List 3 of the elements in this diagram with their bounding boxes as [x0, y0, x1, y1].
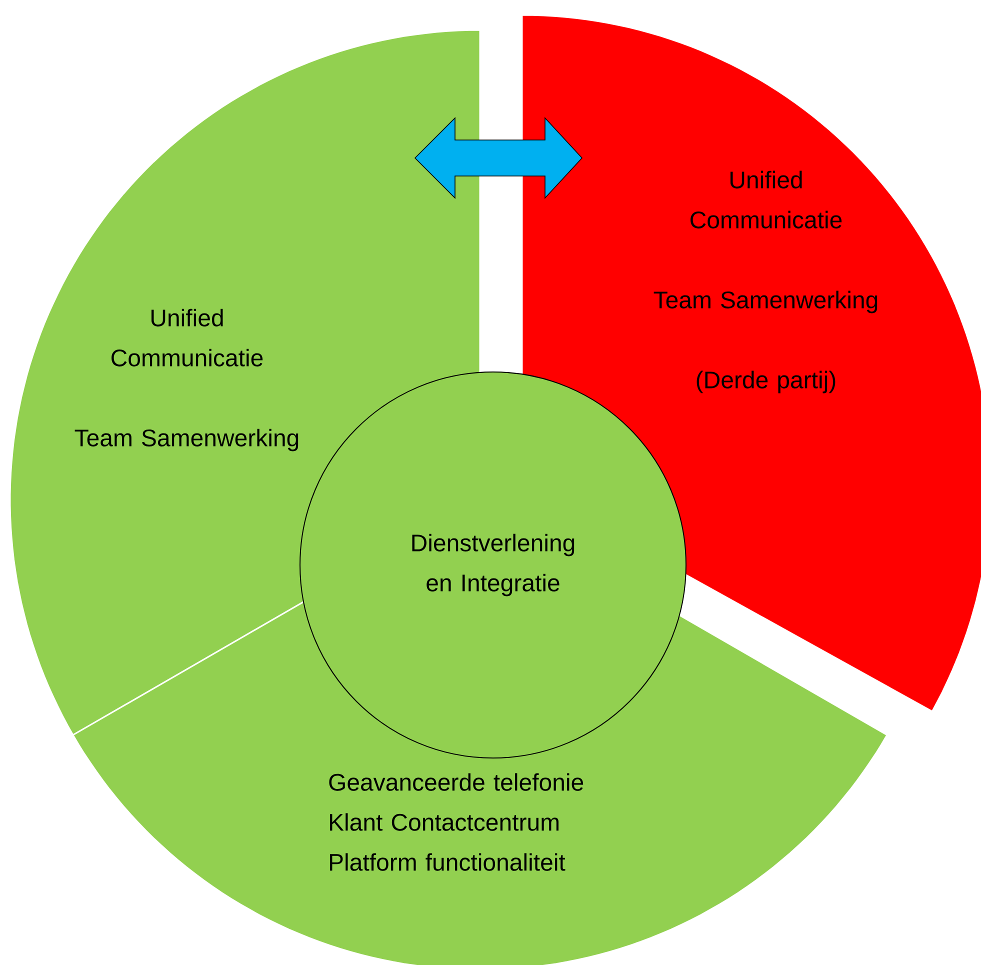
node-label: Geavanceerde telefonie: [329, 773, 584, 791]
node-label: Klant Contactcentrum: [330, 813, 559, 831]
node-label: Platform functionaliteit: [330, 853, 566, 871]
